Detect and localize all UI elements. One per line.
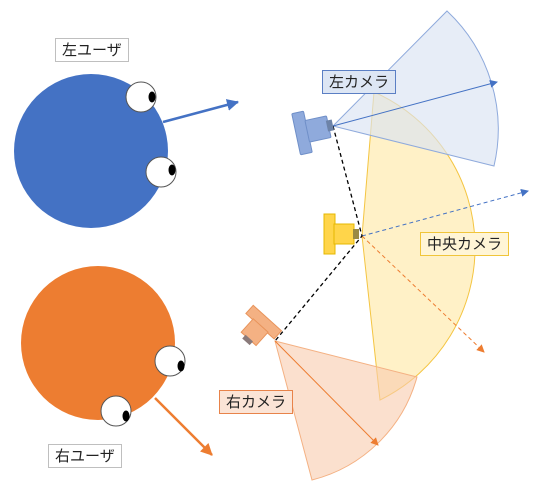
right-user-head — [21, 266, 175, 420]
left-camera-icon — [291, 110, 334, 156]
right-user-eye-bottom — [100, 395, 132, 427]
right-camera-direction-arrow — [274, 340, 379, 446]
center-camera-label: 中央カメラ — [420, 232, 510, 256]
left-user-head — [14, 74, 168, 228]
camera-baseline-dashed — [274, 125, 363, 342]
right-camera-label: 右カメラ — [219, 390, 294, 414]
right-user-gaze-arrow — [154, 397, 213, 456]
left-user-gaze-arrow — [162, 99, 239, 124]
left-user-label: 左ユーザ — [55, 38, 129, 62]
center-camera-direction-arrow-upper — [361, 188, 529, 237]
left-camera-direction-arrow — [332, 79, 498, 127]
left-user-eye-bottom — [145, 156, 177, 188]
right-camera-icon — [240, 304, 283, 347]
left-camera-label: 左カメラ — [322, 70, 397, 94]
center-camera-direction-arrow-lower — [361, 235, 485, 353]
left-user-eye-top — [125, 81, 157, 113]
right-user-eye-top — [154, 345, 186, 377]
center-camera-icon — [323, 213, 359, 255]
right-user-label: 右ユーザ — [48, 444, 122, 468]
